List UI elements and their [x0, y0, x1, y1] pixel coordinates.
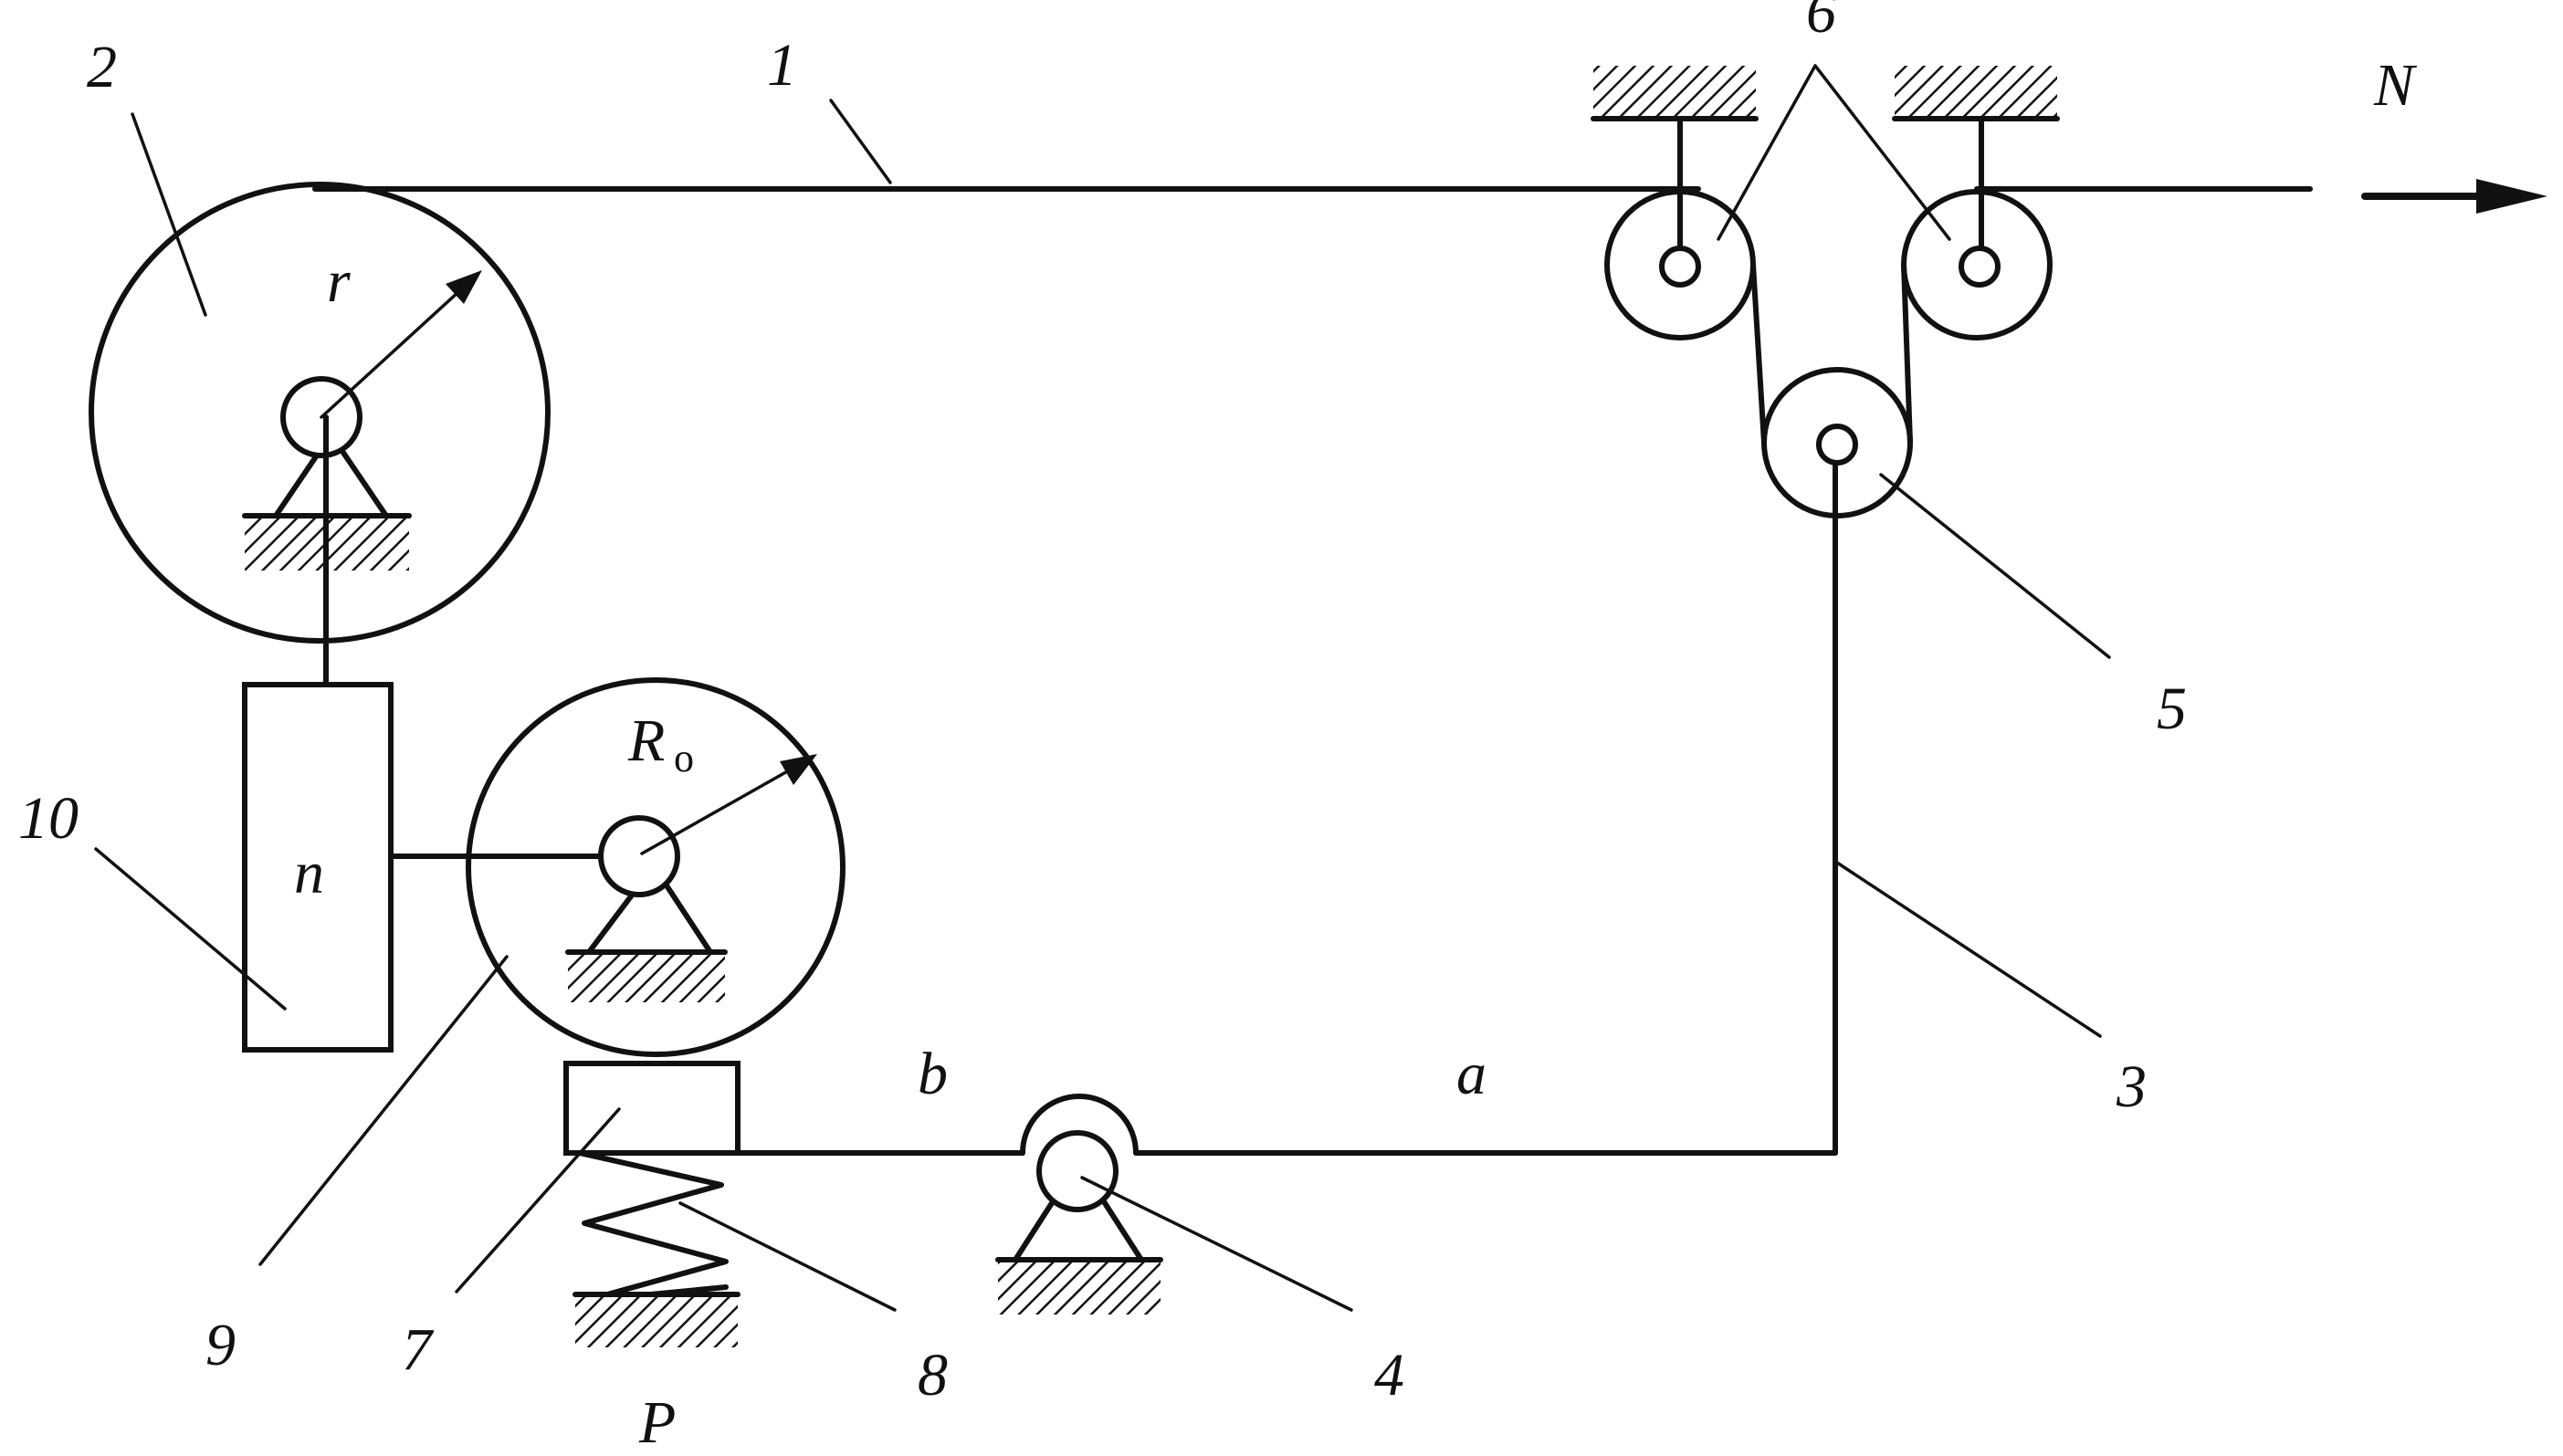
label-a: a: [1456, 1041, 1486, 1107]
label-6: 6: [1806, 0, 1836, 46]
label-1: 1: [767, 32, 797, 99]
label-5: 5: [2157, 676, 2187, 742]
label-9: 9: [205, 1312, 236, 1378]
label-R: R: [627, 707, 665, 774]
label-4: 4: [1374, 1342, 1404, 1409]
label-n: n: [294, 840, 324, 906]
roller-4: [998, 1133, 1161, 1315]
leader-5: [1881, 475, 2109, 657]
label-3: 3: [2116, 1053, 2147, 1120]
radius-R-arrow: [642, 754, 817, 854]
label-N: N: [2373, 52, 2418, 119]
brake-wheel-bearing: [568, 818, 725, 1002]
leader-1: [831, 100, 890, 183]
label-7: 7: [402, 1316, 435, 1383]
leader-7: [457, 1109, 619, 1292]
label-10: 10: [18, 785, 79, 852]
label-r: r: [327, 248, 351, 315]
label-8: 8: [918, 1342, 948, 1409]
label-P: P: [638, 1389, 676, 1456]
force-arrow-n: [2365, 179, 2547, 214]
leader-2: [132, 114, 205, 315]
label-b: b: [918, 1041, 948, 1107]
label-2: 2: [87, 34, 117, 100]
spring: [575, 1153, 738, 1347]
leader-3: [1837, 863, 2100, 1036]
label-R-subscript: o: [674, 736, 694, 780]
pulley-system-6-5: [1593, 66, 2057, 516]
